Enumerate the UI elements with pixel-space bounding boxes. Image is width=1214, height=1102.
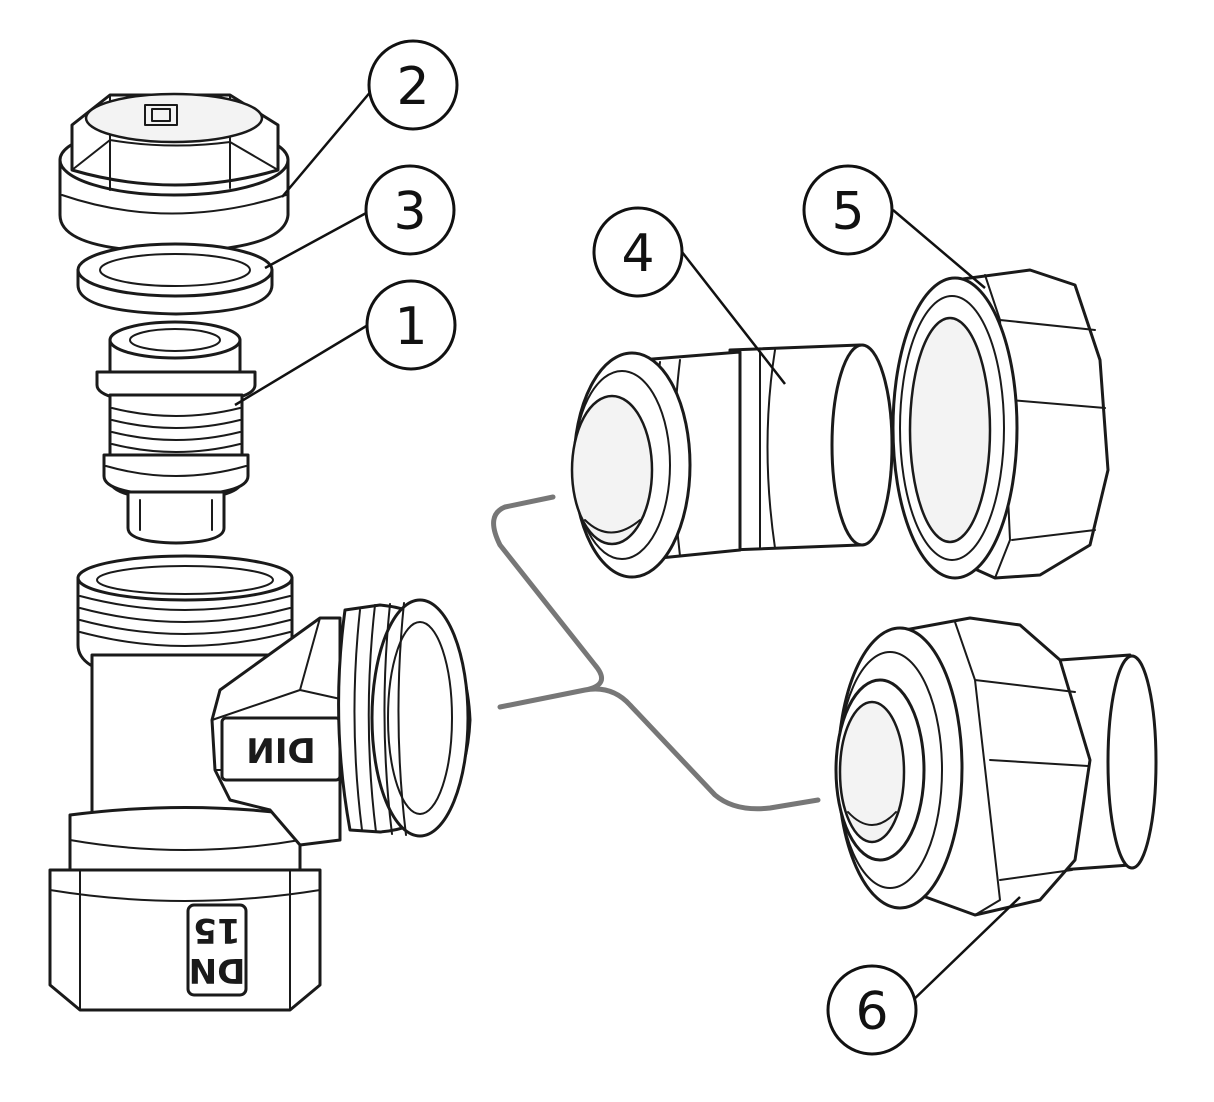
din-stamp: DIN [246,732,315,772]
callout-3-circle [364,164,456,256]
callout-6: 6 [826,964,918,1056]
callout-4-circle [592,206,684,298]
dn15-stamp-top: 15 [193,910,240,950]
callout-6-label: 6 [855,982,888,1042]
callout-2: 2 [367,39,459,131]
callout-6-circle [826,964,918,1056]
callout-2-label: 2 [396,57,429,117]
callout-3: 3 [364,164,456,256]
callout-4: 4 [592,206,684,298]
leader-lines [234,89,1021,1006]
connection-bracket [491,494,821,812]
part-1-threaded-insert [95,320,257,545]
callout-2-circle [367,39,459,131]
callout-1-label: 1 [394,297,427,357]
part-4-adapter [570,343,894,579]
tee-body: DN 15 DIN [48,554,472,1012]
part-6-assembled-adapter [834,616,1158,917]
part-3-sealing-ring [76,242,274,316]
callout-1: 1 [365,279,457,371]
callout-1-circle [365,279,457,371]
callout-5-label: 5 [831,182,864,242]
callout-5-circle [802,164,894,256]
callout-5: 5 [802,164,894,256]
dn15-stamp-bottom: DN [189,950,246,990]
part-5-union-nut [891,268,1110,580]
part-2-hex-cap [58,92,290,254]
callout-3-label: 3 [393,182,426,242]
callout-4-label: 4 [621,224,654,284]
